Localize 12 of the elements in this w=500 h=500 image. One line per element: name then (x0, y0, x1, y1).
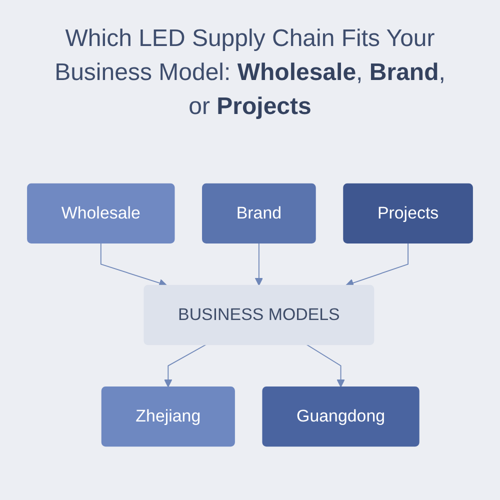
arrow (346, 242, 409, 287)
arrow (306, 344, 345, 388)
node-box: Projects (343, 183, 473, 244)
node-box: Brand (202, 183, 316, 244)
arrow (100, 242, 168, 288)
title: Which LED Supply Chain Fits Your Business Model: Wholesale, Brand, or Projects (54, 24, 446, 122)
node-box: BUSINESS MODELS (144, 284, 374, 346)
arrow (164, 344, 206, 388)
node-box: Guangdong (262, 386, 420, 447)
node-box: Zhejiang (101, 386, 235, 447)
node-box: Wholesale (27, 183, 175, 244)
arrow (254, 242, 264, 286)
